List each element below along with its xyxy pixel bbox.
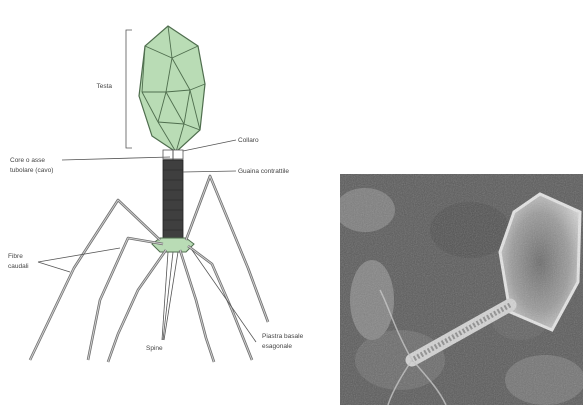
head-capsid	[139, 26, 205, 152]
label-head: Testa	[96, 83, 112, 90]
electron-micrograph	[335, 174, 583, 405]
head-bracket	[126, 30, 132, 148]
tail-spines	[162, 252, 178, 340]
tail-fibers	[30, 176, 268, 362]
label-baseplate: Piastra basale	[262, 333, 304, 340]
label-core: Core o asse	[10, 157, 45, 164]
phage-head	[139, 26, 205, 152]
label-spine: Spine	[146, 345, 163, 352]
label-fibers: Fibre	[8, 253, 23, 260]
phage-schematic: Testa Collaro Core o asse tubolare (cavo…	[8, 26, 304, 362]
label-collar: Collaro	[238, 137, 259, 144]
label-sheath: Guaina contrattile	[238, 168, 289, 175]
label-baseplate-sub: esagonale	[262, 343, 292, 350]
label-fibers-sub: caudali	[8, 263, 29, 270]
label-core-sub: tubolare (cavo)	[10, 167, 53, 174]
